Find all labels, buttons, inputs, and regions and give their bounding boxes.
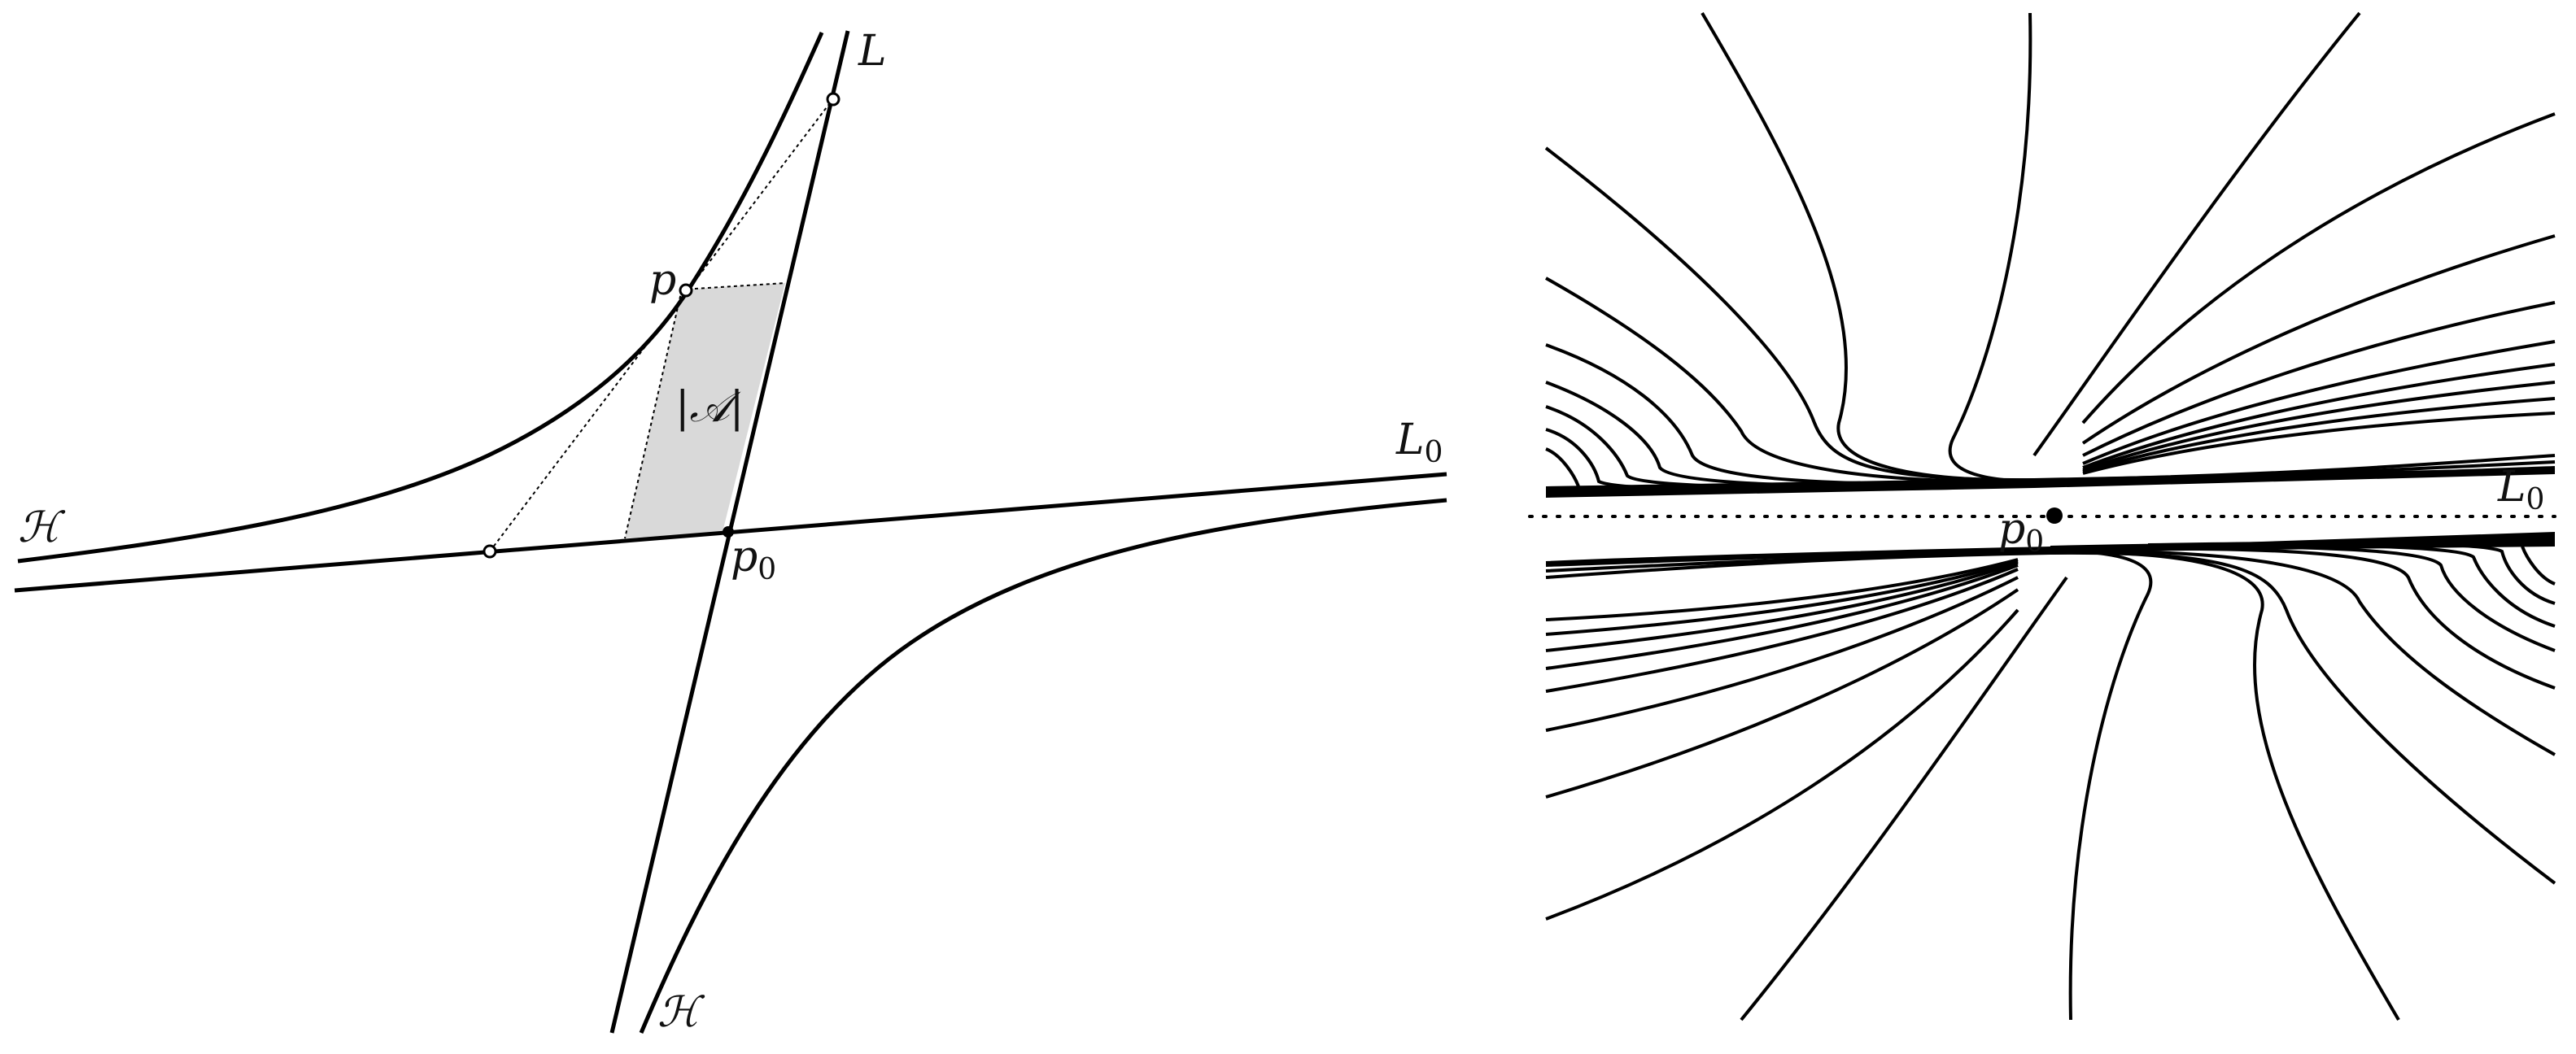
label-p0-right-base: p [1998,505,2025,554]
label-L: L [858,27,887,76]
upper-trajectory-left-3 [1545,343,2556,486]
upper-trajectory-right-1 [1701,11,2051,482]
point-on-L-marker [826,92,840,107]
label-L0-sub: 0 [1425,436,1443,469]
point-on-L0-marker [482,544,497,559]
lower-trajectory-left-7 [1545,568,2019,693]
label-p0-right-sub: 0 [2025,525,2044,559]
lower-trajectory-left-1 [2050,551,2400,1021]
upper-trajectory-right-6 [2082,301,2556,457]
upper-trajectory-right-2 [1948,12,2084,484]
label-H-bottom: ℋ [657,988,705,1037]
label-L0-right: L0 [2497,463,2544,516]
left-panel: ℋ ℋ L L0 p p0 |𝒜| [14,27,1447,1037]
lower-trajectory-left-5 [1545,588,2019,799]
label-p0-right: p0 [1998,505,2044,559]
point-p0-dot [2046,507,2063,524]
label-L0-right-base: L [2497,463,2526,512]
label-area: |𝒜| [675,383,744,432]
right-panel: L0 p0 [1528,11,2556,1021]
lower-trajectory-left-3 [1740,576,2068,1021]
shaded-region-top-edge [681,282,786,290]
hyperbola-upper-branch [17,31,824,564]
upper-trajectory-right-5 [2081,234,2556,445]
label-L0-right-sub: 0 [2526,483,2545,516]
upper-limit-band [1546,468,2555,498]
label-p: p [649,256,676,305]
lower-trajectory-right-7 [2521,546,2556,586]
upper-trajectory-right-11 [2082,412,2556,475]
label-H-top: ℋ [18,503,66,552]
upper-trajectories [1544,11,2556,492]
lower-trajectories [1545,541,2556,1021]
point-p0-marker [723,526,734,538]
upper-trajectory-left-7 [1545,447,1580,487]
shaded-area-region [625,283,785,538]
hyperbola-lower-branch [639,498,1447,1034]
label-L0-base: L [1395,416,1425,464]
lower-trajectory-left-8 [1545,564,2019,670]
lower-trajectory-left-6 [1545,576,2019,732]
label-p0: p0 [731,533,776,586]
lower-trajectory-right-1 [1545,551,2556,885]
label-L0: L0 [1395,416,1443,469]
lower-trajectory-right-2 [1545,549,2556,756]
label-p0-sub: 0 [758,553,776,586]
upper-trajectory-right-3 [2032,11,2361,457]
lower-trajectory-right-3 [1545,547,2556,690]
upper-trajectory-right-10 [2082,397,2556,473]
upper-trajectory-right-8 [2082,363,2556,469]
lower-trajectory-left-2 [2017,549,2153,1021]
upper-trajectory-left-2 [1545,277,2556,484]
upper-trajectory-right-4 [2081,112,2556,425]
lower-trajectory-left-4 [1545,608,2019,921]
lower-trajectory-left-11 [1545,558,2019,621]
upper-trajectory-right-7 [2082,340,2556,465]
lower-limit-band-solid [2115,532,2555,551]
lower-trajectory-left-10 [1545,560,2019,636]
label-p0-base: p [731,533,758,581]
point-p-marker [679,283,693,298]
upper-trajectory-left-1 [1544,146,2556,482]
upper-trajectory-right-9 [2082,381,2556,472]
lower-trajectory-left-9 [1545,561,2019,652]
